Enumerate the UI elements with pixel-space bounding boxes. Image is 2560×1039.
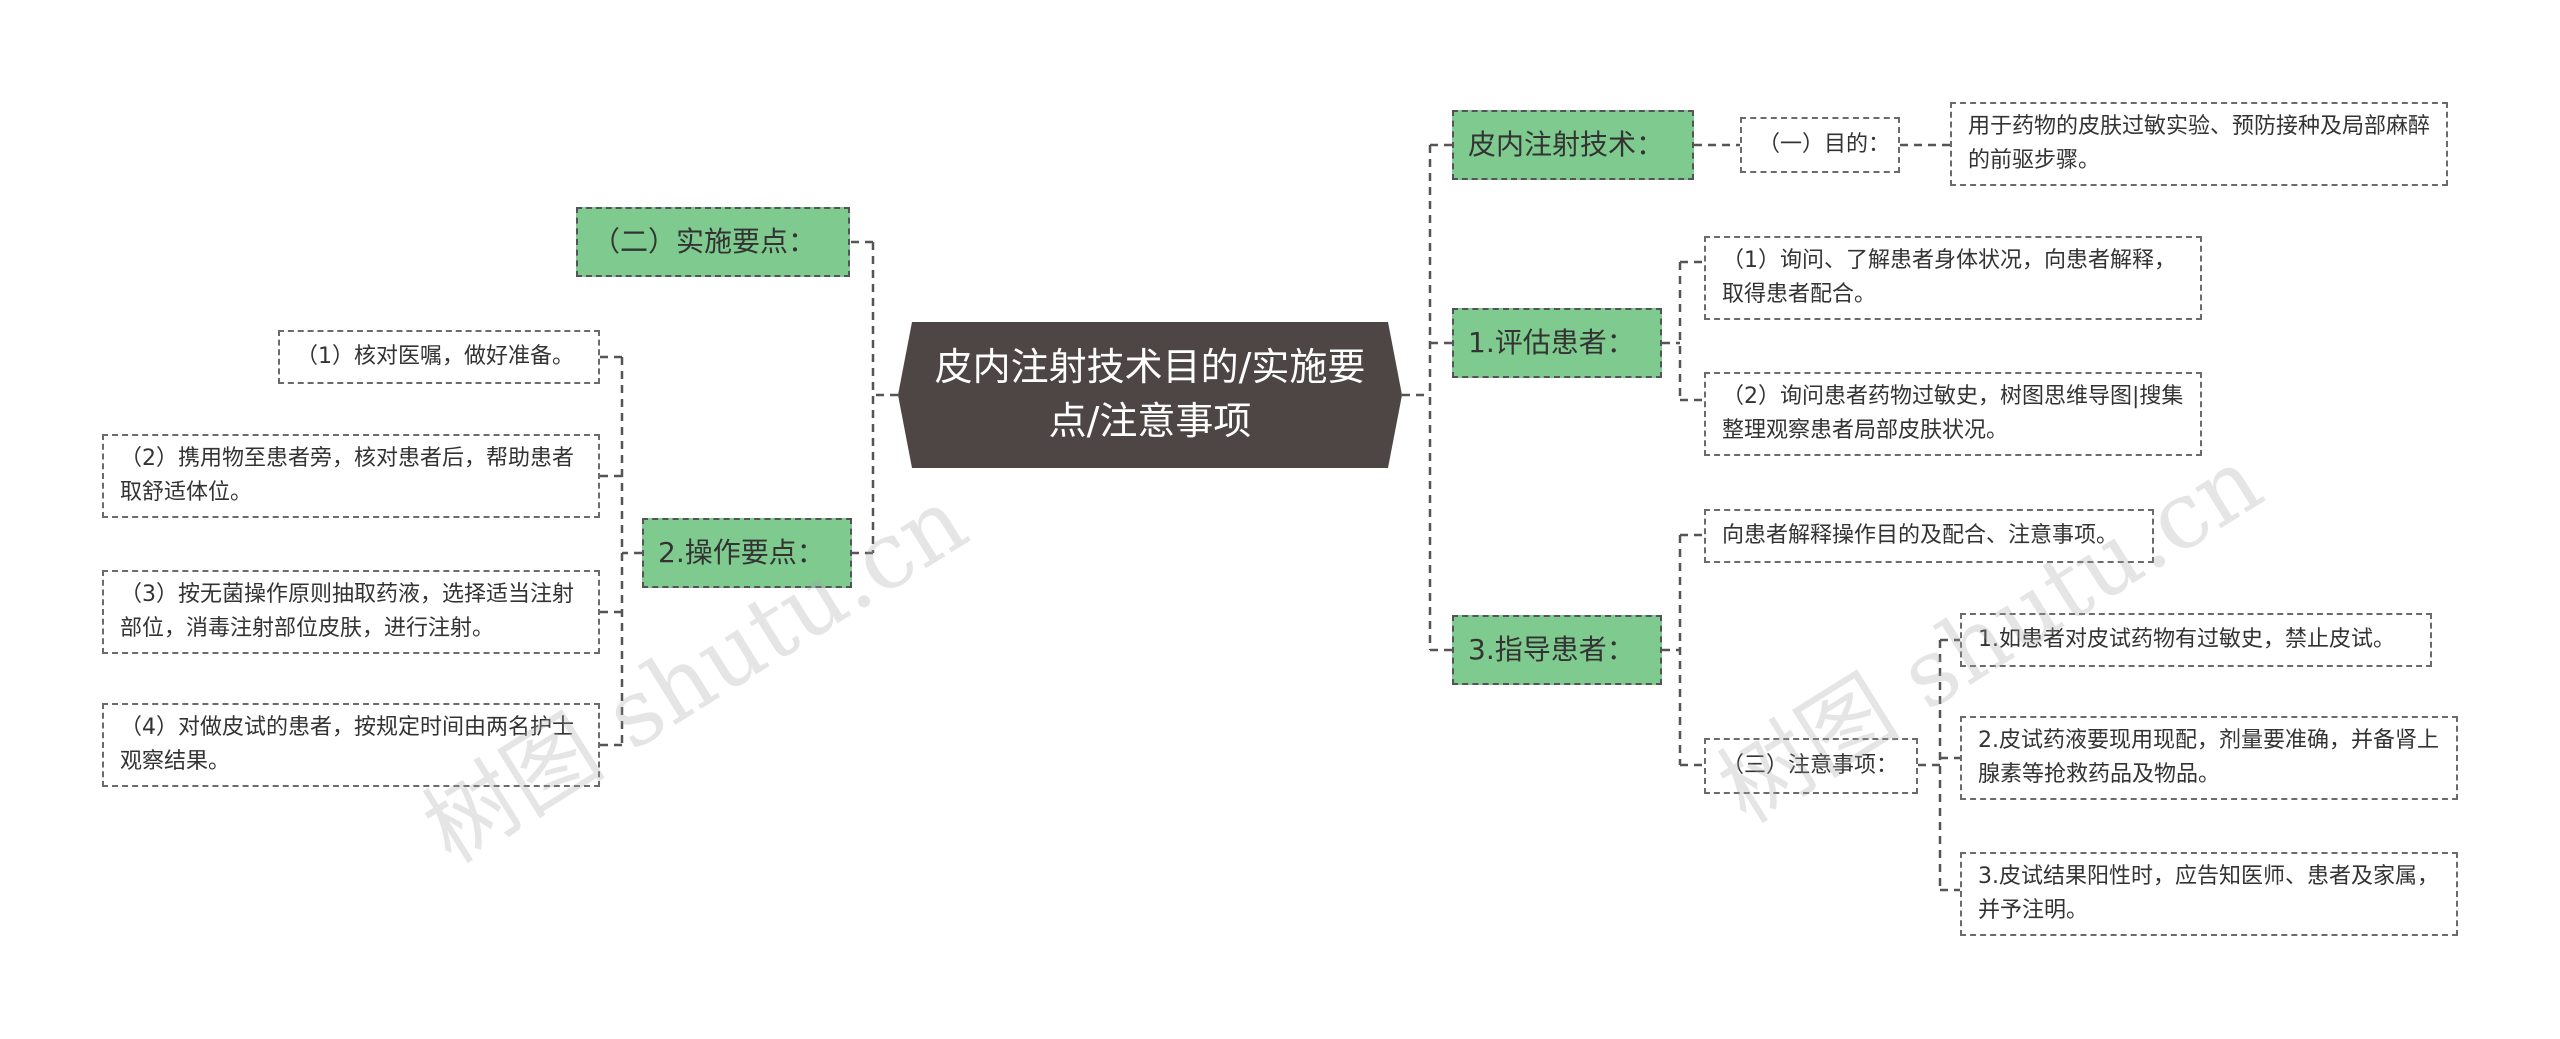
branch-label: 2.操作要点： [658, 536, 825, 570]
leaf-text: 1.如患者对皮试药物有过敏史，禁止皮试。 [1978, 626, 2395, 652]
leaf-text: 3.皮试结果阳性时，应告知医师、患者及家属，并予注明。 [1978, 863, 2439, 923]
sub-label: （一）目的： [1758, 131, 1891, 157]
leaf-text: （1）询问、了解患者身体状况，向患者解释，取得患者配合。 [1722, 247, 2176, 307]
root-topic[interactable]: 皮内注射技术目的/实施要点/注意事项 [898, 322, 1402, 468]
leaf-text: （3）按无菌操作原则抽取药液，选择适当注射部位，消毒注射部位皮肤，进行注射。 [120, 581, 574, 641]
branch-operation[interactable]: 2.操作要点： [642, 518, 852, 588]
leaf-precaution-2[interactable]: 2.皮试药液要现用现配，剂量要准确，并备肾上腺素等抢救药品及物品。 [1960, 716, 2458, 800]
branch-assess-patient[interactable]: 1.评估患者： [1452, 308, 1662, 378]
sub-precautions[interactable]: （三）注意事项： [1704, 738, 1918, 794]
leaf-operation-1[interactable]: （1）核对医嘱，做好准备。 [278, 330, 600, 384]
branch-label: 3.指导患者： [1468, 633, 1635, 667]
leaf-operation-4[interactable]: （4）对做皮试的患者，按规定时间由两名护士观察结果。 [102, 703, 600, 787]
branch-intradermal-injection[interactable]: 皮内注射技术： [1452, 110, 1694, 180]
leaf-operation-2[interactable]: （2）携用物至患者旁，核对患者后，帮助患者取舒适体位。 [102, 434, 600, 518]
leaf-text: （2）询问患者药物过敏史，树图思维导图|搜集整理观察患者局部皮肤状况。 [1722, 383, 2184, 443]
branch-implementation[interactable]: （二）实施要点： [576, 207, 850, 277]
sub-label: （三）注意事项： [1722, 752, 1899, 778]
leaf-purpose[interactable]: 用于药物的皮肤过敏实验、预防接种及局部麻醉的前驱步骤。 [1950, 102, 2448, 186]
leaf-text: （1）核对医嘱，做好准备。 [296, 343, 574, 369]
leaf-assess-2[interactable]: （2）询问患者药物过敏史，树图思维导图|搜集整理观察患者局部皮肤状况。 [1704, 372, 2202, 456]
root-topic-text: 皮内注射技术目的/实施要点/注意事项 [934, 345, 1366, 443]
leaf-text: （4）对做皮试的患者，按规定时间由两名护士观察结果。 [120, 714, 574, 774]
branch-label: 皮内注射技术： [1468, 128, 1665, 162]
leaf-assess-1[interactable]: （1）询问、了解患者身体状况，向患者解释，取得患者配合。 [1704, 236, 2202, 320]
leaf-precaution-3[interactable]: 3.皮试结果阳性时，应告知医师、患者及家属，并予注明。 [1960, 852, 2458, 936]
leaf-text: 用于药物的皮肤过敏实验、预防接种及局部麻醉的前驱步骤。 [1968, 113, 2431, 173]
leaf-text: 向患者解释操作目的及配合、注意事项。 [1722, 522, 2119, 548]
leaf-text: 2.皮试药液要现用现配，剂量要准确，并备肾上腺素等抢救药品及物品。 [1978, 727, 2439, 787]
sub-purpose[interactable]: （一）目的： [1740, 117, 1900, 173]
branch-guide-patient[interactable]: 3.指导患者： [1452, 615, 1662, 685]
branch-label: （二）实施要点： [592, 225, 817, 259]
branch-label: 1.评估患者： [1468, 326, 1635, 360]
leaf-text: （2）携用物至患者旁，核对患者后，帮助患者取舒适体位。 [120, 445, 574, 505]
leaf-guide[interactable]: 向患者解释操作目的及配合、注意事项。 [1704, 509, 2154, 563]
leaf-operation-3[interactable]: （3）按无菌操作原则抽取药液，选择适当注射部位，消毒注射部位皮肤，进行注射。 [102, 570, 600, 654]
leaf-precaution-1[interactable]: 1.如患者对皮试药物有过敏史，禁止皮试。 [1960, 613, 2432, 667]
